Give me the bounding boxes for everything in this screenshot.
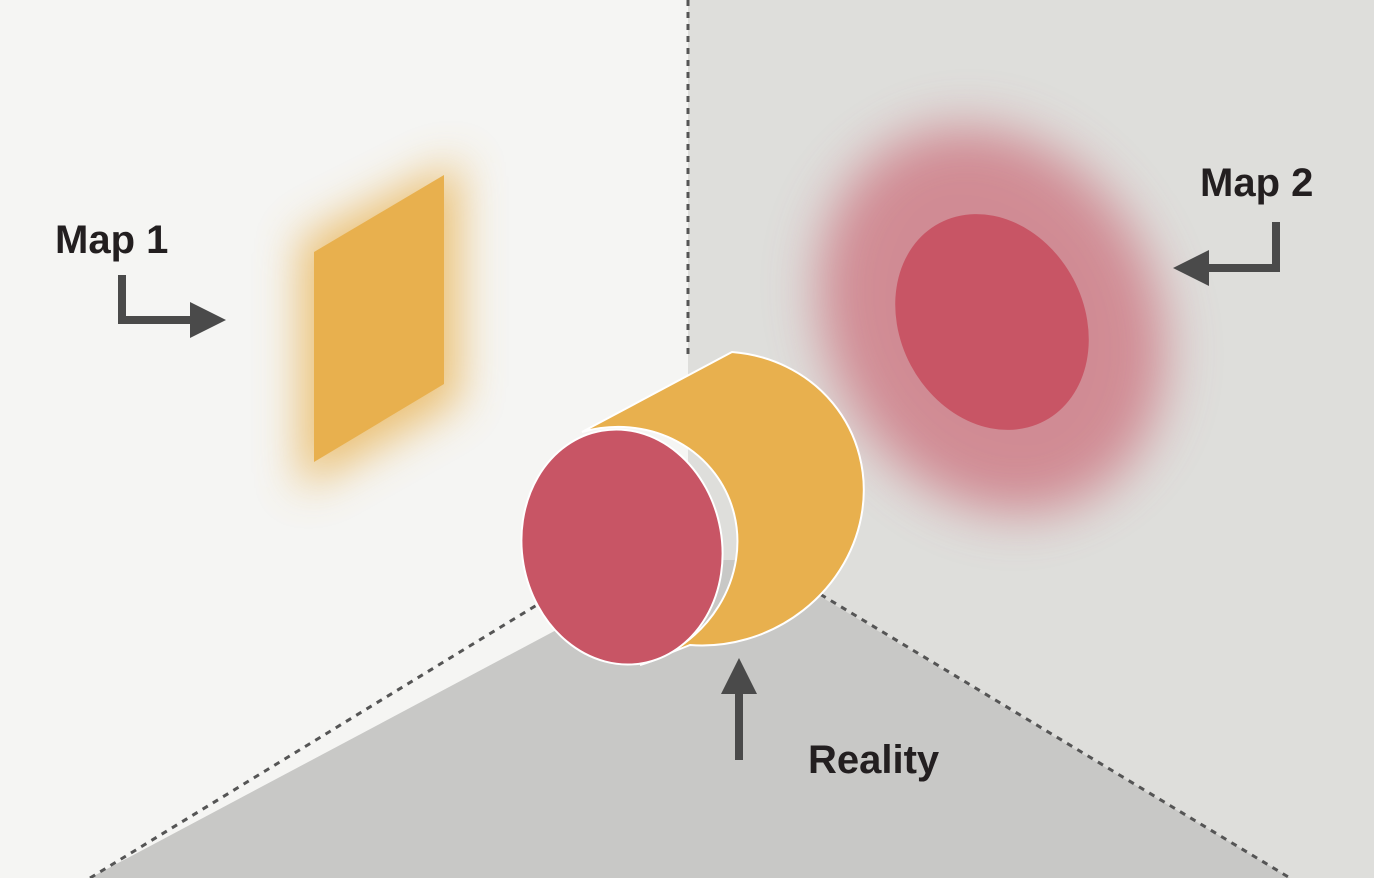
reality-cylinder — [520, 350, 865, 666]
map2-projection — [818, 127, 1166, 513]
cylinder-body — [581, 350, 865, 666]
reality-label: Reality — [808, 738, 940, 782]
floor — [90, 560, 1290, 878]
cylinder-face — [520, 428, 724, 666]
arrow-right-icon — [118, 275, 226, 338]
left-floor-edge — [89, 598, 546, 878]
arrow-up-icon — [721, 658, 757, 760]
map2-label: Map 2 — [1200, 161, 1313, 205]
arrow-left-icon — [1173, 222, 1280, 286]
map1-projection — [300, 160, 460, 490]
map1-label: Map 1 — [55, 218, 168, 262]
map1-shape — [314, 175, 444, 462]
map2-shape — [895, 214, 1089, 430]
